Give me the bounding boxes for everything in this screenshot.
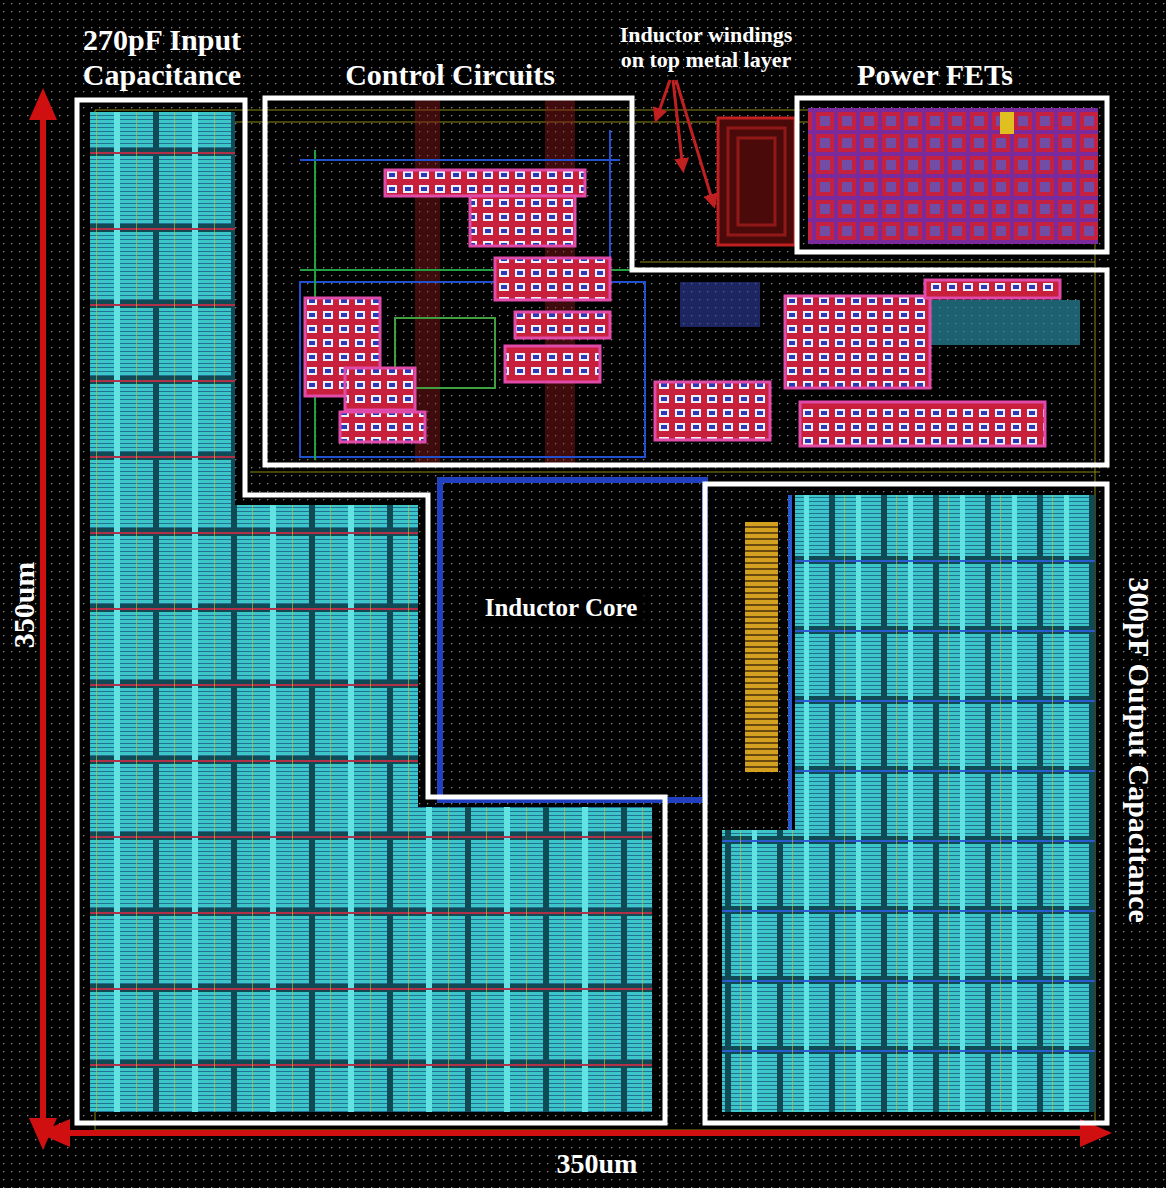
dimension-label: 350um (557, 1148, 638, 1180)
region-heading: 300pF Output Capacitance (1122, 577, 1157, 923)
inductor-windings (718, 118, 795, 245)
region-border (77, 100, 665, 1123)
leader-arrows (656, 80, 714, 206)
dimension-label: 350um (7, 562, 42, 649)
output-capacitor-array (722, 495, 1095, 1112)
region-border (705, 484, 1107, 1123)
region-heading: Power FETs (857, 58, 1013, 93)
region-label: Inductor Core (479, 592, 644, 625)
dimension-arrows (29, 88, 1112, 1150)
region-heading: Control Circuits (345, 58, 555, 93)
inductor-core-ring (440, 480, 705, 800)
power-fet-region: Power FETs (797, 98, 1107, 252)
callout-note: Inductor windings on top metal layer (611, 22, 801, 73)
power-fet-array (808, 108, 1098, 244)
region-border (797, 98, 1107, 252)
output-capacitor-region: 300pF Output Capacitance (705, 484, 1107, 1123)
region-outline (797, 98, 1107, 252)
metal-trace (788, 495, 792, 830)
region-outline (265, 98, 1107, 465)
region-border (265, 98, 1107, 465)
region-outline (705, 484, 1107, 1123)
output-capacitor-strip (745, 522, 778, 772)
control-circuit-region: Control Circuits (265, 98, 1107, 465)
input-capacitor-array (90, 112, 652, 1112)
region-heading: 270pF Input Capacitance (62, 23, 262, 92)
